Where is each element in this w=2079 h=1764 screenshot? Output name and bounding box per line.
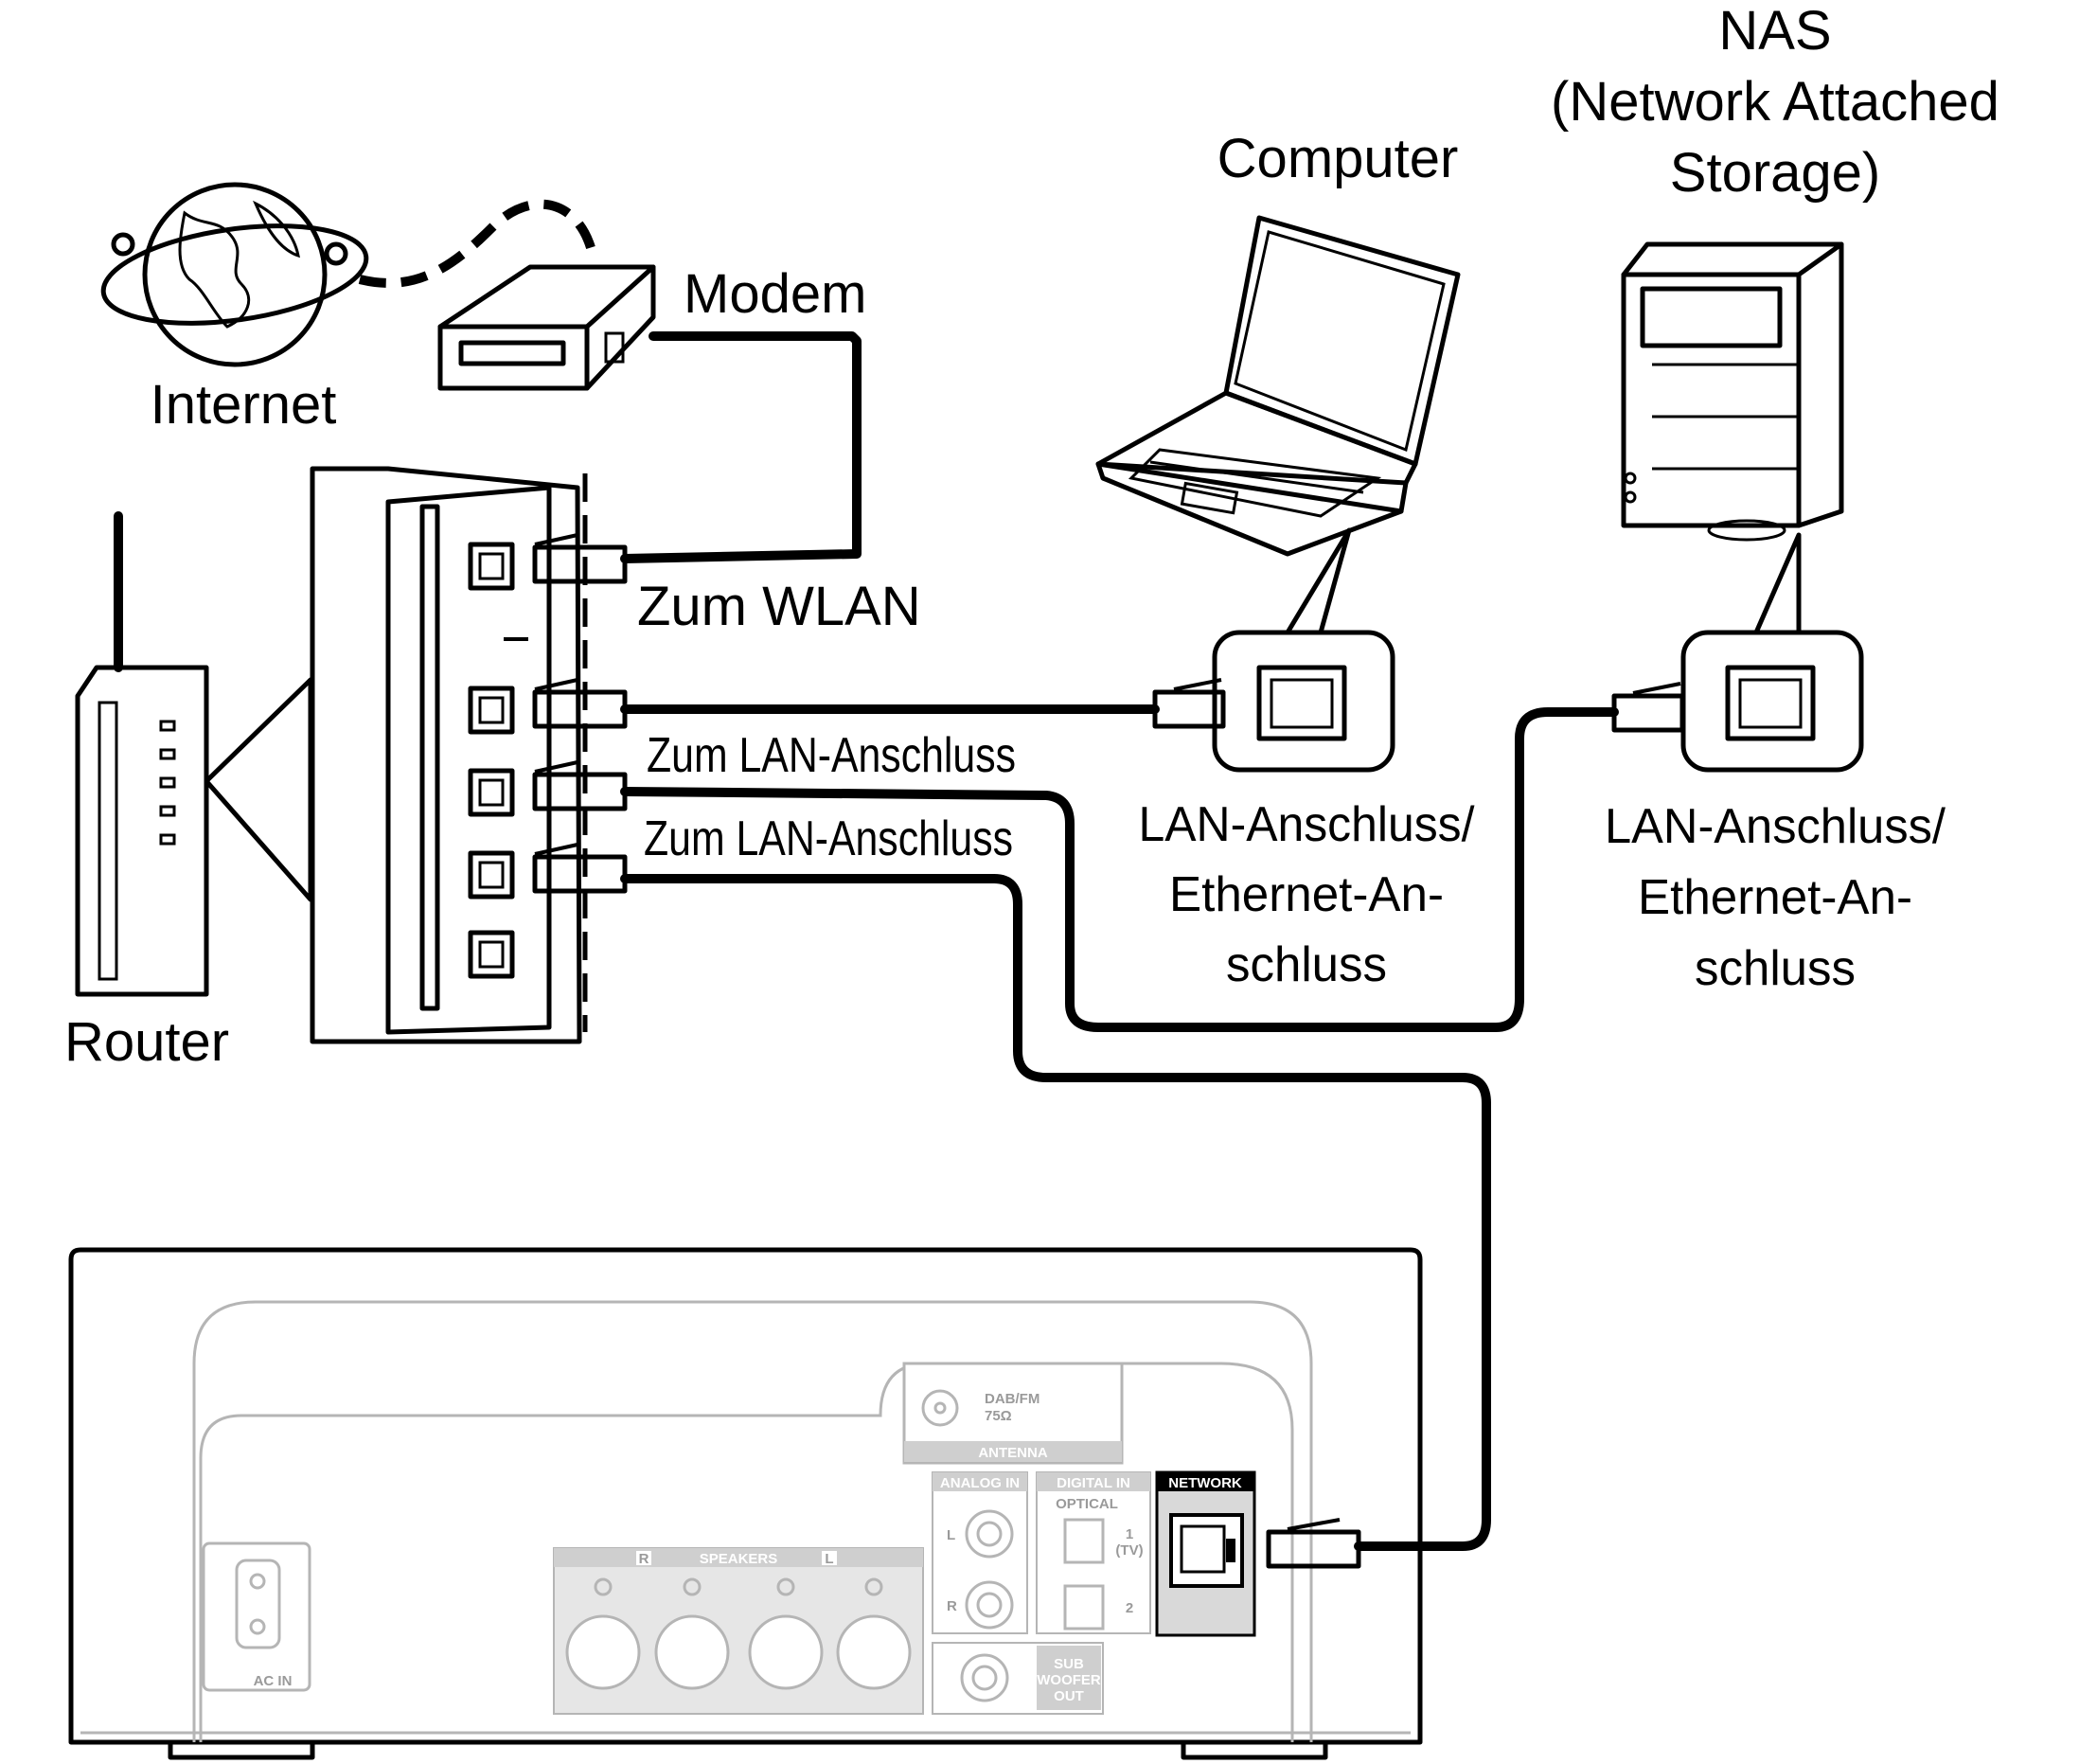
speaker-terminals: SPEAKERS R L <box>553 1547 924 1715</box>
nas-lan-port <box>1611 630 1864 773</box>
router-icon <box>75 511 313 997</box>
nas-port-label-3: schluss <box>1695 941 1856 996</box>
router-port-2 <box>468 686 515 735</box>
internet-modem-dashed-link <box>358 199 596 288</box>
zum-wlan-label: Zum WLAN <box>637 576 921 637</box>
optical-1-label: 1 <box>1126 1526 1133 1542</box>
optical-2-label: 2 <box>1126 1600 1133 1616</box>
computer-port-label-1: LAN-Anschluss/ <box>1139 797 1476 852</box>
speaker-terminal <box>748 1577 824 1690</box>
speaker-l-label: L <box>825 1551 833 1567</box>
speaker-terminal <box>565 1577 641 1690</box>
digital-in-optical: DIGITAL IN OPTICAL 1 (TV) 2 <box>1036 1471 1151 1634</box>
network-label: NETWORK <box>1168 1475 1242 1491</box>
device-network-plug <box>1266 1518 1361 1569</box>
analog-l-label: L <box>947 1527 955 1543</box>
analog-in: ANALOG IN L R <box>932 1471 1028 1634</box>
network-port: NETWORK <box>1155 1470 1256 1637</box>
sub-label-2: WOOFER <box>1037 1672 1101 1688</box>
computer-port-label-3: schluss <box>1226 937 1387 992</box>
modem-icon <box>437 264 656 391</box>
modem-label: Modem <box>684 263 866 325</box>
antenna-header: ANTENNA <box>978 1445 1047 1461</box>
analog-r-label: R <box>947 1598 957 1614</box>
computer-lan-port <box>1152 630 1395 773</box>
optical-1-sub-label: (TV) <box>1115 1542 1143 1559</box>
laptop-icon <box>1095 215 1461 557</box>
speaker-terminal <box>654 1577 730 1690</box>
nas-icon <box>1621 241 1844 542</box>
nas-port-label-1: LAN-Anschluss/ <box>1605 799 1946 854</box>
speaker-r-label: R <box>639 1551 649 1567</box>
computer-label: Computer <box>1217 128 1459 189</box>
internet-label: Internet <box>151 374 337 436</box>
router-port-1 <box>468 542 515 591</box>
antenna-input: DAB/FM 75Ω ANTENNA <box>902 1362 1124 1465</box>
router-port-5 <box>468 930 515 979</box>
optical-label: OPTICAL <box>1056 1496 1118 1512</box>
device-rear-panel: AC IN SPEAKERS R L DAB/FM 75Ω ANTENNA <box>68 1247 1423 1760</box>
digital-in-label: DIGITAL IN <box>1057 1475 1130 1491</box>
plug-wlan <box>532 533 628 584</box>
nas-subtitle-2: Storage) <box>1670 142 1880 204</box>
router-port-3 <box>468 768 515 817</box>
antenna-ohm: 75Ω <box>985 1408 1012 1424</box>
speakers-label: SPEAKERS <box>700 1551 778 1567</box>
computer-callout <box>1285 527 1352 635</box>
router-port-4 <box>468 850 515 900</box>
sub-label-3: OUT <box>1054 1688 1084 1704</box>
nas-callout <box>1753 532 1802 635</box>
router-back-panel <box>310 466 628 1044</box>
internet-globe-icon <box>100 182 369 367</box>
zum-lan-label-1: Zum LAN-Anschluss <box>647 728 1016 783</box>
zum-lan-label-2: Zum LAN-Anschluss <box>644 811 1013 866</box>
cable-to-device <box>620 874 1491 1551</box>
speaker-terminal <box>836 1577 912 1690</box>
router-label: Router <box>64 1011 229 1073</box>
cable-to-nas <box>620 707 1619 1032</box>
antenna-name: DAB/FM <box>985 1391 1040 1407</box>
analog-in-label: ANALOG IN <box>940 1475 1020 1491</box>
nas-subtitle-1: (Network Attached <box>1551 71 1999 133</box>
sub-label-1: SUB <box>1054 1656 1084 1672</box>
ac-in-label: AC IN <box>254 1673 293 1689</box>
nas-title: NAS <box>1718 0 1831 62</box>
ac-in-socket: AC IN <box>202 1541 311 1692</box>
modem-router-cable <box>620 331 862 563</box>
nas-port-label-2: Ethernet-An- <box>1638 870 1912 925</box>
subwoofer-out: SUB WOOFER OUT <box>932 1642 1104 1715</box>
computer-port-label-2: Ethernet-An- <box>1169 867 1444 922</box>
